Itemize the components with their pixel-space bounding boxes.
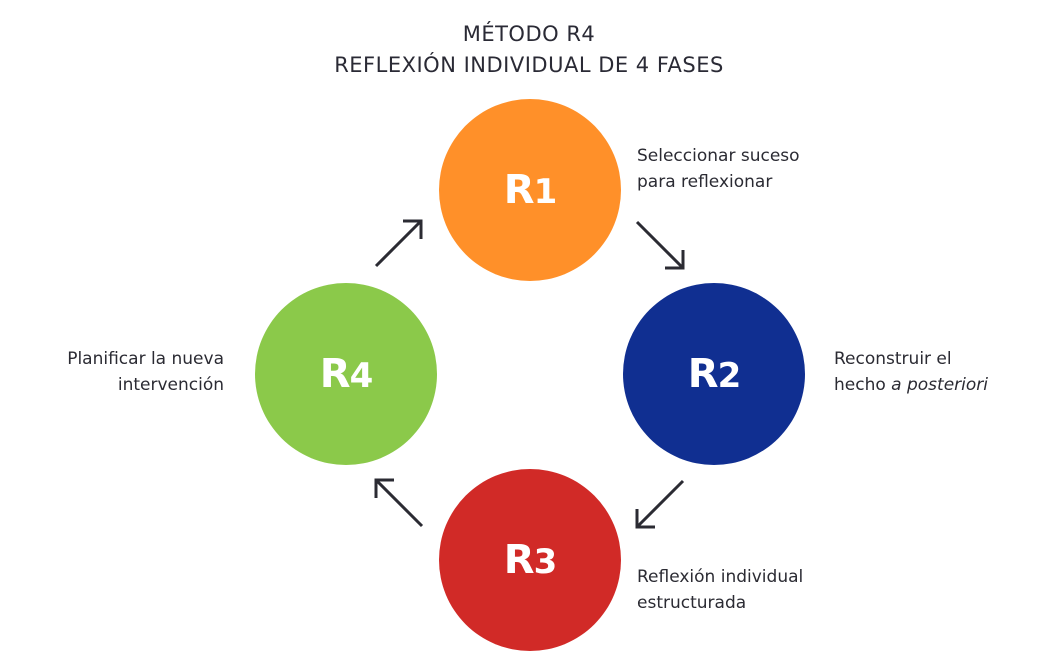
phase-r2-circle: R2 bbox=[623, 283, 805, 465]
phase-r2-label-italic: a posteriori bbox=[891, 375, 988, 395]
phase-r4-label-line1: Planificar la nueva bbox=[67, 349, 224, 369]
phase-r4-number: 4 bbox=[349, 356, 374, 396]
phase-r1-badge: R1 bbox=[503, 167, 558, 213]
diagram-title: MÉTODO R4 bbox=[462, 22, 596, 46]
phase-r4-circle: R4 bbox=[255, 283, 437, 465]
phase-r4-label: Planificar la nueva intervención bbox=[0, 346, 224, 398]
phase-r2-badge: R2 bbox=[687, 351, 742, 397]
phase-r1-number: 1 bbox=[533, 172, 558, 212]
phase-r2-number: 2 bbox=[717, 356, 742, 396]
phase-r1-label-line2: para reflexionar bbox=[637, 172, 773, 192]
phase-r4-label-line2: intervención bbox=[117, 375, 224, 395]
phase-r3-letter: R bbox=[503, 537, 535, 583]
phase-r1-letter: R bbox=[503, 167, 535, 213]
phase-r3-label-line2: estructurada bbox=[637, 593, 747, 613]
phase-r2-label: Reconstruir el hecho a posteriori bbox=[834, 346, 988, 398]
phase-r3-label-line1: Reflexión individual bbox=[637, 567, 804, 587]
phase-r4-letter: R bbox=[319, 351, 351, 397]
phase-r2-label-plain: hecho bbox=[834, 375, 892, 395]
phase-r3-circle: R3 bbox=[439, 469, 621, 651]
phase-r2-letter: R bbox=[687, 351, 719, 397]
phase-r1-circle: R1 bbox=[439, 99, 621, 281]
phase-r4-badge: R4 bbox=[319, 351, 374, 397]
arrow-r2-to-r3-icon bbox=[635, 479, 685, 529]
phase-r1-label: Seleccionar suceso para reflexionar bbox=[637, 143, 800, 195]
diagram-subtitle: REFLEXIÓN INDIVIDUAL DE 4 FASES bbox=[334, 53, 724, 77]
phase-r1-label-line1: Seleccionar suceso bbox=[637, 146, 800, 166]
phase-r3-number: 3 bbox=[533, 542, 558, 582]
phase-r2-label-line1: Reconstruir el bbox=[834, 349, 952, 369]
phase-r3-label: Reflexión individual estructurada bbox=[637, 564, 803, 616]
arrow-r4-to-r1-icon bbox=[374, 219, 423, 268]
arrow-r3-to-r4-icon bbox=[374, 478, 424, 528]
arrow-r1-to-r2-icon bbox=[635, 220, 685, 270]
phase-r2-label-line2: hecho a posteriori bbox=[834, 372, 988, 398]
phase-r3-badge: R3 bbox=[503, 537, 558, 583]
